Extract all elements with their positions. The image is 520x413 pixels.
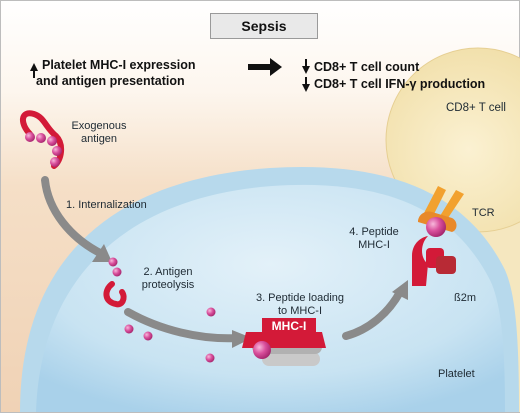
arrow-proteolysis: [124, 308, 242, 343]
label-tcr: TCR: [472, 207, 495, 219]
antigen-fragments: [103, 257, 216, 363]
b2m-domain: [436, 256, 456, 274]
presented-peptide: [426, 217, 446, 237]
down-arrow-icon-2: [302, 77, 310, 92]
label-antigen-line-2: antigen: [80, 133, 118, 145]
effect-arrows: [30, 58, 310, 92]
label-step-2-line-2: proteolysis: [141, 279, 195, 291]
mhc-loading-complex: [242, 318, 326, 366]
loaded-peptide: [253, 341, 271, 359]
peptide-mhc-tcr: [412, 186, 464, 286]
effect-left-line-2: and antigen presentation: [36, 74, 185, 88]
up-arrow-icon: [30, 63, 38, 78]
label-step-1: 1. Internalization: [66, 199, 147, 211]
effect-left-line-1: Platelet MHC-I expression: [42, 58, 196, 72]
label-step-3-line-1: 3. Peptide loading: [255, 292, 345, 304]
mhc-label-box: [262, 318, 316, 334]
label-step-4-line-1: 4. Peptide: [349, 226, 399, 238]
label-step-3: 3. Peptide loading to MHC-I: [244, 292, 356, 318]
effect-right-line-2: CD8+ T cell IFN-γ production: [314, 77, 486, 91]
process-arrows: [41, 176, 408, 348]
down-arrow-icon-1: [302, 59, 310, 74]
label-antigen-line-1: Exogenous: [71, 120, 127, 132]
label-step-4-line-2: MHC-I: [358, 239, 390, 251]
label-step-4: 4. Peptide MHC-I: [340, 226, 408, 252]
label-platelet: Platelet: [438, 368, 475, 380]
label-step-2-line-1: 2. Antigen: [143, 266, 193, 278]
arrow-internalization: [41, 176, 106, 258]
arrow-head-1: [92, 244, 112, 262]
label-step-2: 2. Antigen proteolysis: [126, 266, 210, 292]
effect-right-line-1: CD8+ T cell count: [314, 60, 420, 74]
label-antigen: Exogenous antigen: [70, 120, 128, 146]
label-step-3-line-2: to MHC-I: [278, 305, 322, 317]
label-tcell: CD8+ T cell: [446, 102, 506, 114]
sepsis-title: Sepsis: [210, 13, 318, 39]
platelet-cell: [20, 166, 519, 412]
tcr-arm-left: [424, 186, 446, 214]
mhc-box-label: MHC-I: [271, 319, 307, 333]
tcr-arm-right: [440, 190, 464, 218]
right-arrow-icon: [248, 58, 282, 76]
exogenous-antigen: [20, 110, 64, 169]
label-b2m: ß2m: [454, 292, 476, 304]
arrow-head-3: [392, 280, 408, 300]
arrow-presentation: [342, 288, 404, 340]
arrow-head-2: [232, 330, 252, 348]
